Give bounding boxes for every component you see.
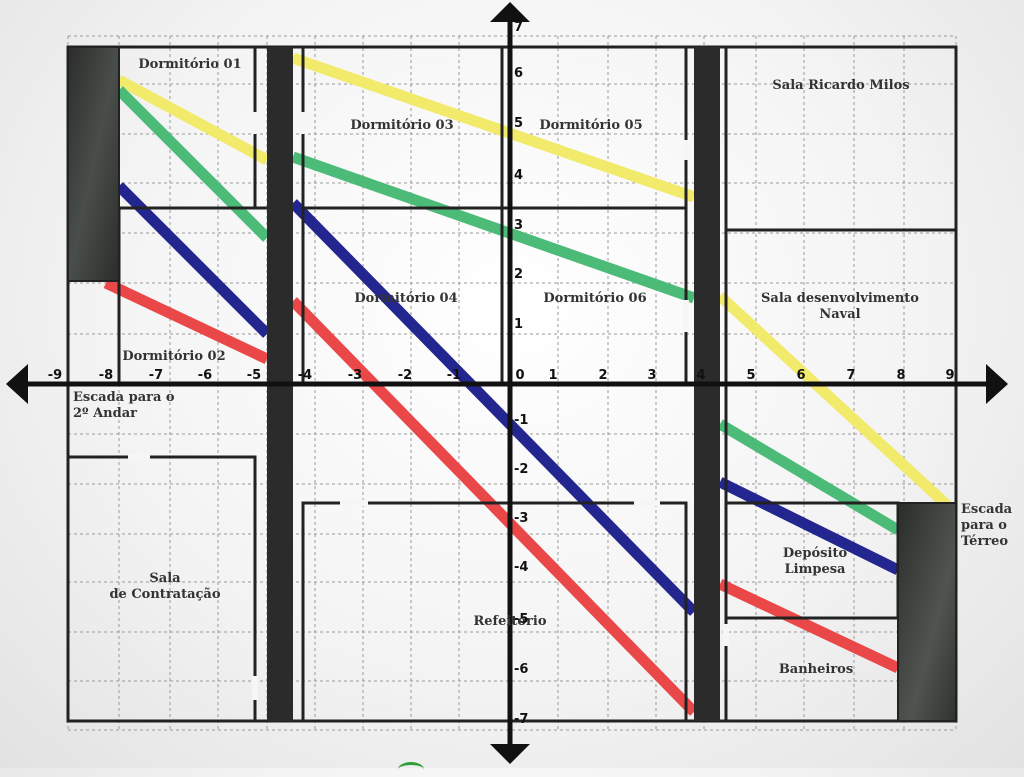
x-tick-label: -1 [446,368,462,383]
staircase-lower [897,502,957,722]
staircase-upper [67,46,120,282]
x-axis-left-arrow [6,364,28,404]
x-tick-label: 8 [896,368,906,383]
room-label-escada-terreo: Escada para o Térreo [961,502,1013,549]
colored-lines [103,52,952,716]
y-tick-label: -3 [514,511,529,526]
green-line-segment [291,151,696,304]
x-tick-label: 6 [796,368,806,383]
y-tick-label: -6 [514,662,529,677]
x-tick-label: 3 [647,368,657,383]
room-label-deposito-limpesa: Depósito Limpesa [782,546,848,577]
room-label-dormitorio-02: Dormitório 02 [122,349,226,364]
y-tick-label: 7 [514,20,524,35]
y-axis-bottom-arrow [490,744,530,764]
blue-line-segment [115,182,271,338]
green-line-segment [115,86,271,242]
red-line-segment [289,297,698,716]
y-tick-label: -2 [514,462,529,477]
y-tick-label: 5 [514,116,524,131]
green-shape-fragment [398,762,424,777]
x-tick-label: 0 [515,368,525,383]
green-line-segment [717,419,901,535]
x-tick-label: -2 [397,368,413,383]
x-tick-label: 7 [846,368,856,383]
room-label-refeitorio: Refeitório [473,614,547,629]
blue-line-segment [717,477,901,575]
x-tick-label: -8 [98,368,114,383]
room-label-dormitorio-06: Dormitório 06 [543,291,647,306]
door-gaps [128,112,729,700]
room-label-dormitorio-04: Dormitório 04 [354,291,458,306]
y-tick-label: -7 [514,712,529,727]
room-label-escada-2-andar: Escada para o 2º Andar [73,390,175,421]
room-label-banheiros: Banheiros [778,662,854,677]
x-axis-right-arrow [986,364,1008,404]
y-tick-label: 1 [514,317,524,332]
x-tick-label: 1 [548,368,558,383]
room-label-dormitorio-03: Dormitório 03 [350,118,454,133]
y-tick-label: 3 [514,218,524,233]
y-tick-label: 4 [514,168,524,183]
y-axis-top-arrow [490,2,530,22]
x-tick-label: -6 [197,368,213,383]
yellow-line-segment [291,52,696,203]
yellow-line-segment [716,291,952,511]
room-wall [301,501,688,720]
y-tick-label: 6 [514,66,524,81]
x-tick-label: 5 [746,368,756,383]
room-label-dormitorio-01: Dormitório 01 [138,57,242,72]
x-tick-label: 2 [598,368,608,383]
yellow-line-segment [116,75,270,165]
x-tick-label: -4 [297,368,313,383]
y-tick-label: -5 [514,612,529,627]
y-tick-label: 2 [514,267,524,282]
room-label-sala-contratacao: Sala de Contratação [109,571,221,602]
x-tick-label: 4 [696,368,706,383]
blue-line-segment [289,199,698,616]
x-tick-label: -9 [47,368,63,383]
x-tick-label: -7 [148,368,164,383]
red-line-segment [103,278,270,364]
y-tick-label: -4 [514,560,529,575]
axes [6,2,1008,764]
x-tick-label: 9 [945,368,955,383]
room-label-sala-desenvolvimento-naval: Sala desenvolvimento Naval [761,291,919,322]
y-tick-label: -1 [514,413,529,428]
x-tick-label: -3 [347,368,363,383]
room-label-dormitorio-05: Dormitório 05 [539,118,643,133]
room-label-sala-ricardo-milos: Sala Ricardo Milos [772,78,910,93]
x-tick-label: -5 [246,368,262,383]
red-line-segment [717,579,901,673]
